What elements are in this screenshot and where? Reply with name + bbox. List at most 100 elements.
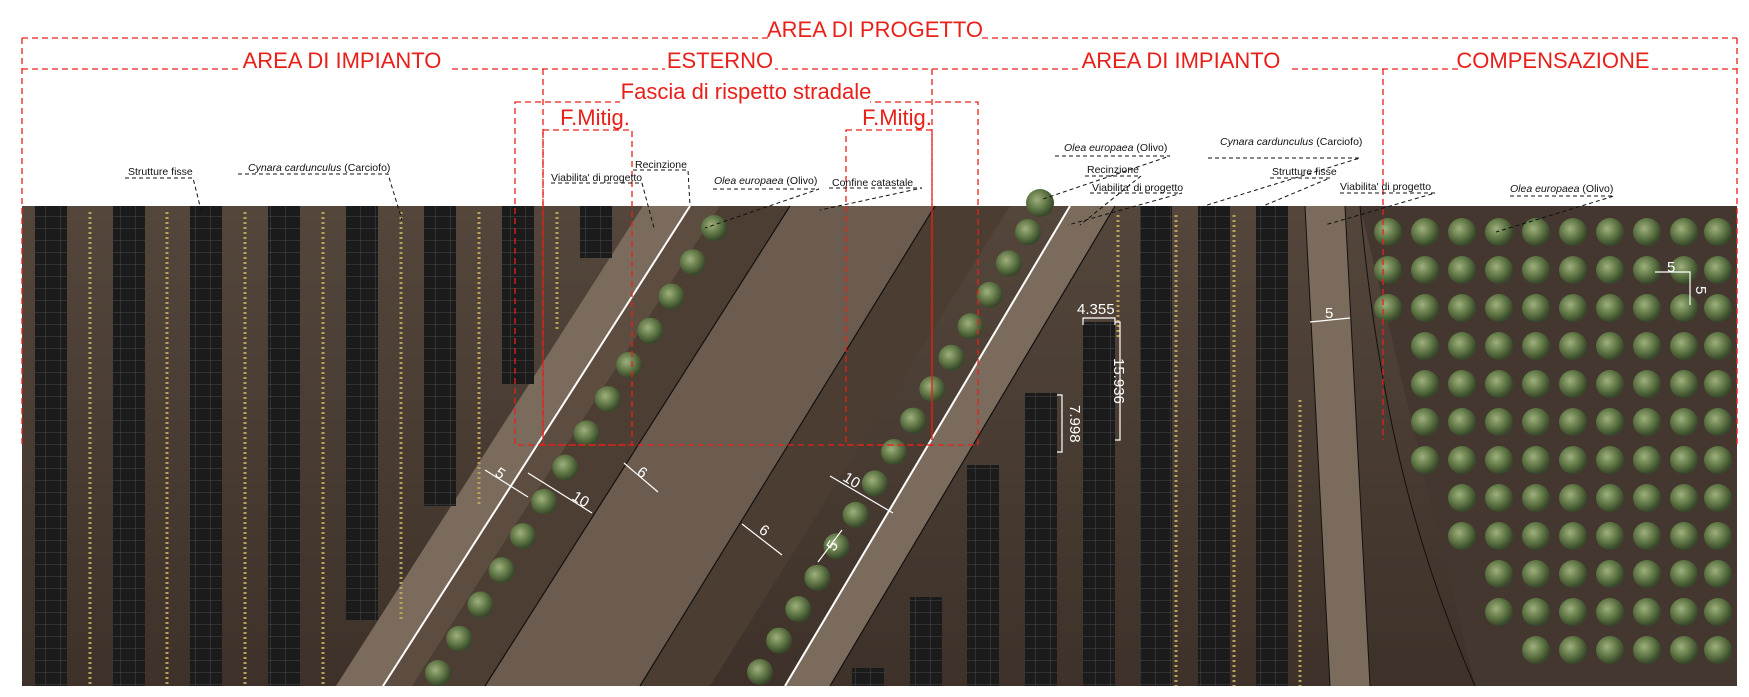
road-edge (639, 205, 936, 687)
dim-5e: 5 (1692, 286, 1709, 294)
olive-tree (900, 407, 927, 434)
olive-tree (573, 420, 600, 447)
olive-tree (1448, 256, 1476, 284)
olive-tree (1522, 256, 1550, 284)
artichoke-rows (88, 212, 1302, 686)
dim-line-5c (1309, 317, 1351, 323)
road-left (336, 206, 690, 686)
olive-tree (1633, 522, 1661, 550)
olive-tree (1704, 218, 1732, 246)
olive-tree (1670, 294, 1698, 322)
olive-tree (1559, 408, 1587, 436)
verge-left (383, 206, 720, 686)
dimension-values: 5 10 6 6 10 5 4.355 15.936 7.998 5 5 5 (492, 259, 1709, 554)
olive-tree (1704, 484, 1732, 512)
olive-tree (1596, 446, 1624, 474)
label-strutture-fisse-left: Strutture fisse (128, 166, 193, 178)
olive-tree (1026, 189, 1054, 217)
leader-viabilita-right (1067, 192, 1183, 226)
road-right (1305, 206, 1370, 686)
olive-tree (995, 250, 1022, 277)
olive-tree (1559, 598, 1587, 626)
olive-tree (1596, 598, 1624, 626)
olive-tree (1522, 560, 1550, 588)
olive-tree (531, 488, 558, 515)
road-reserve (485, 206, 935, 686)
dim-10b: 10 (840, 469, 863, 492)
olive-tree (594, 386, 621, 413)
road-edge (829, 205, 1116, 687)
olive-tree (1633, 560, 1661, 588)
leader-recinzione-right (1079, 175, 1143, 226)
verge-right (785, 206, 1115, 686)
olive-tree (552, 454, 579, 481)
label-olea-right-common: (Olivo) (1133, 142, 1167, 154)
leader-recinzione-left (633, 169, 691, 207)
olive-tree (861, 470, 888, 497)
olive-tree (1596, 332, 1624, 360)
olive-tree (1596, 522, 1624, 550)
olive-tree (1522, 370, 1550, 398)
zone-title-area-impianto-left: AREA DI IMPIANTO (243, 48, 442, 73)
panel-row (424, 206, 456, 506)
zone-title-area-progetto: AREA DI PROGETTO (767, 17, 983, 42)
leader-lines (125, 155, 1615, 233)
olive-tree (1596, 636, 1624, 664)
olive-tree (1448, 408, 1476, 436)
olive-tree (1704, 408, 1732, 436)
dim-4355: 4.355 (1077, 301, 1115, 318)
olive-tree (1411, 408, 1439, 436)
olive-tree (658, 283, 685, 310)
olive-tree (1633, 294, 1661, 322)
road-edge (1304, 205, 1331, 687)
road-edges (382, 205, 1476, 687)
olive-tree (1670, 484, 1698, 512)
compensation-boundary (1359, 205, 1476, 687)
olive-tree (1670, 636, 1698, 664)
panel-row (1140, 206, 1172, 686)
olive-tree (842, 501, 869, 528)
dim-line-6a (623, 462, 659, 493)
zone-titles: AREA DI PROGETTO AREA DI IMPIANTO ESTERN… (240, 17, 1650, 130)
olive-tree (1522, 636, 1550, 664)
label-cynara-left-common: (Carciofo) (341, 162, 390, 174)
leader-olea-left (704, 188, 820, 229)
olive-tree (1670, 256, 1698, 284)
dim-line-10b (829, 475, 894, 514)
olive-tree (1522, 332, 1550, 360)
panel-row (1198, 206, 1230, 686)
dim-line-6b (741, 523, 783, 556)
leader-strutture-left (125, 177, 202, 211)
dimension-lines (484, 271, 1691, 563)
label-viabilita-far: Viabilita' di progetto (1340, 181, 1431, 193)
dim-line-5b (817, 529, 843, 563)
olive-tree (1485, 484, 1513, 512)
leader-strutture-right (1262, 177, 1331, 207)
olive-tree (1559, 446, 1587, 474)
olive-tree (1633, 332, 1661, 360)
olive-tree (1559, 636, 1587, 664)
dim-5d: 5 (1667, 259, 1675, 276)
zone-title-compensazione: COMPENSAZIONE (1456, 48, 1649, 73)
dim-line-5a (484, 469, 529, 498)
olive-tree (1522, 218, 1550, 246)
olive-tree (488, 557, 515, 584)
olive-tree (1596, 294, 1624, 322)
olive-tree (1596, 408, 1624, 436)
olive-tree (1485, 560, 1513, 588)
olive-tree (1704, 294, 1732, 322)
olive-tree (1596, 560, 1624, 588)
dim-line-10a (527, 472, 593, 514)
label-olea-right-italic: Olea europaea (1064, 142, 1134, 154)
olive-tree (1374, 294, 1402, 322)
leader-viabilita-far (1324, 192, 1436, 226)
olive-tree (1411, 218, 1439, 246)
label-strutture-fisse-right: Strutture fisse (1272, 166, 1337, 178)
zone-title-area-impianto-right: AREA DI IMPIANTO (1082, 48, 1281, 73)
olive-tree (1670, 218, 1698, 246)
panel-row (1083, 322, 1115, 686)
olive-tree (1559, 294, 1587, 322)
zone-title-fmitig-left: F.Mitig. (560, 105, 630, 130)
olive-tree (766, 627, 793, 654)
olive-tree (509, 523, 536, 550)
